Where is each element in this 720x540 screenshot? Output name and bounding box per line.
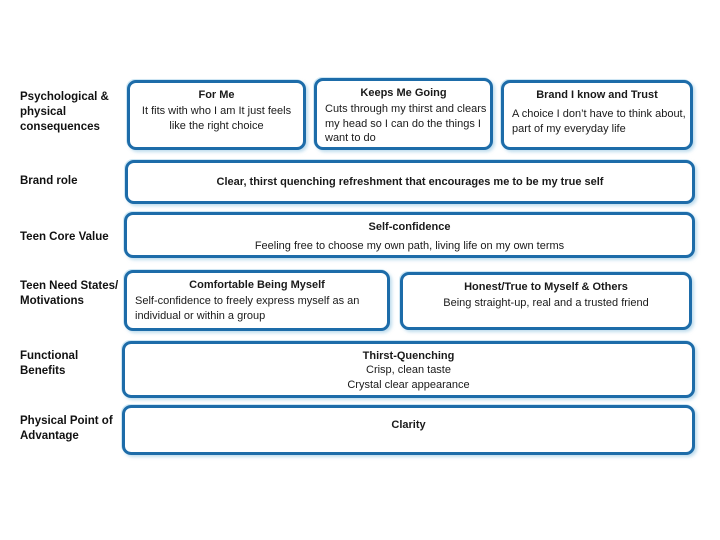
box-honest-true-body: Being straight-up, real and a trusted fr… — [443, 297, 649, 310]
box-keeps-me-going-title: Keeps Me Going — [360, 87, 447, 99]
row-label-functional-benefits: Functional Benefits — [20, 350, 79, 378]
box-teen-core-value-title: Self-confidence — [368, 221, 451, 233]
box-keeps-me-going: Keeps Me Going Cuts through my thirst an… — [314, 78, 493, 150]
box-for-me-title: For Me — [198, 89, 235, 101]
box-functional-benefits: Thirst-Quenching Crisp, clean taste Crys… — [122, 341, 695, 398]
box-functional-benefits-line2: Crystal clear appearance — [347, 378, 470, 391]
row-label-brand-role: Brand role — [20, 175, 78, 187]
box-brand-role-title: Clear, thirst quenching refreshment that… — [216, 175, 604, 188]
box-functional-benefits-line1: Crisp, clean taste — [366, 364, 451, 377]
box-honest-true-title: Honest/True to Myself & Others — [464, 281, 628, 293]
box-clarity: Clarity — [122, 405, 695, 455]
box-honest-true: Honest/True to Myself & Others Being str… — [400, 272, 692, 330]
box-brand-role: Clear, thirst quenching refreshment that… — [125, 160, 695, 204]
box-teen-core-value-body: Feeling free to choose my own path, livi… — [254, 240, 565, 253]
box-brand-know-trust-title: Brand I know and Trust — [536, 89, 658, 101]
row-label-physical-point-advantage: Physical Point of Advantage — [20, 415, 113, 443]
row-label-teen-core-value: Teen Core Value — [20, 231, 109, 243]
box-functional-benefits-title: Thirst-Quenching — [362, 350, 455, 362]
box-comfortable-being-myself-title: Comfortable Being Myself — [189, 279, 325, 291]
box-for-me-body: It fits with who I am It just feels like… — [141, 105, 292, 132]
box-brand-know-trust: Brand I know and Trust A choice I don’t … — [501, 80, 693, 150]
box-teen-core-value: Self-confidence Feeling free to choose m… — [124, 212, 695, 258]
box-for-me: For Me It fits with who I am It just fee… — [127, 80, 306, 150]
box-keeps-me-going-body: Cuts through my thirst and clears my hea… — [325, 103, 487, 144]
box-brand-know-trust-body: A choice I don’t have to think about, pa… — [512, 108, 686, 135]
box-comfortable-being-myself-body: Self-confidence to freely express myself… — [135, 295, 360, 322]
row-label-teen-need-states: Teen Need States/ Motivations — [20, 280, 119, 308]
box-comfortable-being-myself: Comfortable Being Myself Self-confidence… — [124, 270, 390, 331]
row-label-psychological-consequences: Psychological & physical consequences — [20, 91, 109, 134]
box-clarity-title: Clarity — [391, 419, 426, 431]
